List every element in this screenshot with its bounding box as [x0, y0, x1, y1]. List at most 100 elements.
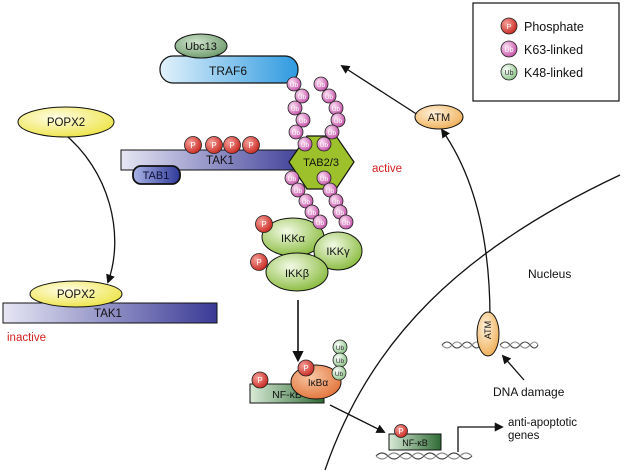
ikba-phosphate: P — [297, 359, 315, 377]
dna-helix-promoter — [375, 452, 473, 460]
atm-to-traf6-arrow — [340, 65, 419, 116]
traf6-k63-chain-b-2: Ub — [321, 88, 337, 104]
phosphate-circle — [205, 136, 223, 154]
phosphate-circle — [184, 136, 202, 154]
tab23-k63-ub-5: Ub — [312, 214, 328, 230]
traf6-k63-chain-b-5: Ub — [324, 124, 340, 140]
phosphate-letter: P — [398, 427, 403, 436]
k63-symbol-letter: Ub — [505, 47, 514, 54]
ubiquitin-circle — [294, 88, 310, 104]
ubiquitin-circle — [338, 214, 354, 230]
ubiquitin-circle — [331, 365, 347, 381]
phosphate-letter: P — [303, 364, 308, 373]
tak1-phosphate-3: P — [223, 136, 241, 154]
ubiquitin-letter: Ub — [336, 345, 345, 352]
tab23-k63-ub-2: Ub — [290, 182, 306, 198]
tak1-inactive-label: TAK1 — [94, 308, 122, 320]
ubiquitin-circle — [297, 136, 313, 152]
ubiquitin-circle — [286, 76, 302, 92]
traf6-k63-chain-b-4: Ub — [330, 112, 346, 128]
atm-on-dna: ATM — [476, 311, 500, 357]
atm-cytoplasm: ATM — [414, 104, 464, 130]
phosphate-letter: P — [190, 141, 195, 150]
phosphate-circle — [255, 215, 273, 233]
phosphate-letter: P — [261, 220, 266, 229]
tak1-active-complex: TAK1 TAB1 — [120, 149, 310, 185]
ikka-label: IKKα — [281, 233, 306, 245]
ubiquitin-circle — [316, 136, 332, 152]
ikba-label: IκBα — [308, 378, 328, 389]
nfkb-phosphate: P — [251, 371, 269, 389]
phosphate-circle — [242, 136, 260, 154]
tak1-active-label: TAK1 — [206, 155, 234, 167]
tak1-inactive-complex: TAK1 POPX2 inactive — [2, 280, 218, 344]
traf6-k63-ub-4: Ub — [295, 112, 311, 128]
tak1-phosphate-2: P — [205, 136, 223, 154]
ubiquitin-letter: Ub — [332, 106, 341, 113]
tab23-k63-ub-1: Ub — [284, 170, 300, 186]
popx2-bound-protein — [29, 280, 123, 308]
legend-k63-item: Ub K63-linked — [500, 40, 583, 58]
active-status-label: active — [372, 163, 402, 175]
ikkb-phosphate: P — [250, 253, 268, 271]
traf6-k63-ub-3: Ub — [287, 100, 303, 116]
legend-k48-item: Ub K48-linked — [500, 63, 583, 81]
atm-export-arrow — [440, 128, 491, 319]
ubiquitin-letter: Ub — [320, 142, 329, 149]
ubiquitin-circle — [313, 76, 329, 92]
popx2-binding-arrow — [61, 131, 116, 284]
phosphate-symbol-letter: P — [506, 22, 511, 31]
arrows — [61, 65, 525, 452]
k63-ubiquitin-symbol — [500, 40, 518, 58]
popx2-bound-label: POPX2 — [57, 289, 95, 301]
legend-box — [472, 2, 620, 102]
ubiquitin-letter: Ub — [292, 130, 301, 137]
ikk-complex: IKKα IKKγ IKKβ — [261, 217, 363, 292]
phosphate-letter: P — [256, 258, 261, 267]
ikba-k48-ub-1: Ub — [332, 339, 348, 355]
inactive-status-label: inactive — [7, 332, 46, 344]
ubiquitin-letter: Ub — [336, 358, 345, 365]
phosphate-circle — [297, 359, 315, 377]
ubiquitin-circle — [304, 204, 320, 220]
tab23-k63-chain-b-1: Ub — [316, 170, 332, 186]
nfkb-nucleus-phosphate: P — [394, 424, 408, 438]
phosphate-circle — [394, 424, 408, 438]
ubiquitin-circle — [290, 182, 306, 198]
ubiquitin-letter: Ub — [320, 176, 329, 183]
traf6-complex: TRAF6 Ubc13 — [159, 33, 299, 84]
ubiquitin-circle — [284, 170, 300, 186]
ubiquitin-letter: Ub — [342, 220, 351, 227]
legend-k63-label: K63-linked — [524, 43, 583, 57]
nfkb-nucleus-complex: NF-κB — [388, 433, 442, 451]
legend-k48-label: K48-linked — [524, 66, 583, 80]
phosphate-letter: P — [248, 141, 253, 150]
atm-label: ATM — [428, 112, 450, 124]
atm-dna-bound-protein — [476, 311, 500, 357]
ubiquitin-circle — [324, 124, 340, 140]
ubiquitin-letter: Ub — [334, 118, 343, 125]
tab1-protein — [132, 165, 181, 185]
ubiquitin-letter: Ub — [302, 199, 311, 206]
nfkb-translocation-arrow — [329, 404, 386, 433]
ubiquitin-letter: Ub — [317, 82, 326, 89]
atm-dna-bound-label: ATM — [483, 321, 493, 339]
popx2-free: POPX2 — [17, 106, 115, 138]
ubiquitin-letter: Ub — [326, 188, 335, 195]
tak1-phosphate-1: P — [184, 136, 202, 154]
tab1-label: TAB1 — [143, 170, 170, 182]
popx2-free-protein — [17, 106, 115, 138]
phosphate-letter: P — [257, 376, 262, 385]
ubiquitin-letter: Ub — [298, 94, 307, 101]
nucleus-label: Nucleus — [528, 267, 571, 281]
ubiquitin-letter: Ub — [294, 188, 303, 195]
ubiquitin-letter: Ub — [316, 220, 325, 227]
popx2-free-label: POPX2 — [47, 117, 85, 129]
ubiquitin-letter: Ub — [291, 106, 300, 113]
ubc13-label: Ubc13 — [185, 41, 217, 53]
ikba-k48-ub-2: Ub — [332, 352, 348, 368]
ubiquitin-letter: Ub — [288, 176, 297, 183]
ikkg-label: IKKγ — [326, 246, 350, 258]
phosphate-symbol — [500, 17, 518, 35]
